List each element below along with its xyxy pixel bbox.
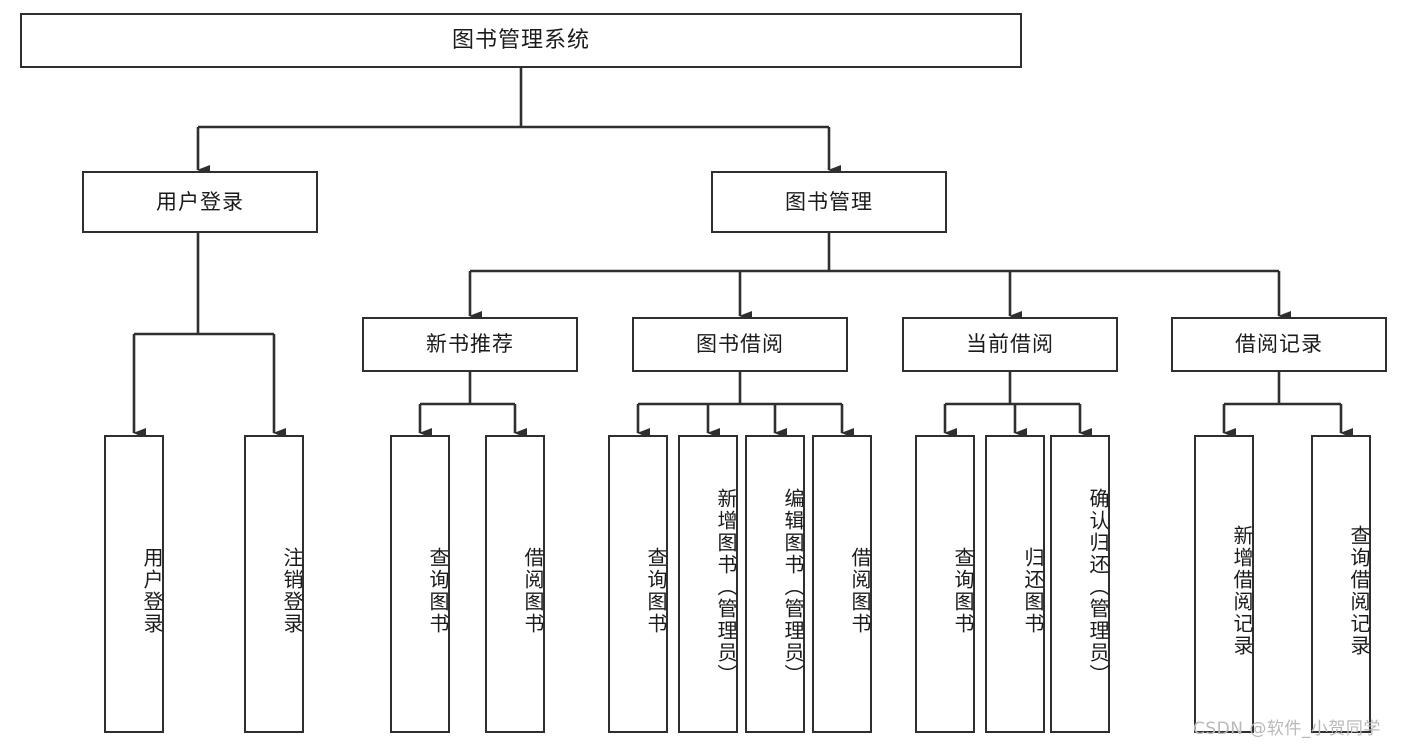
leaf-edit-book-admin[interactable]: 编辑图书（管理员） (745, 435, 805, 733)
leaf-add-book-admin[interactable]: 新增图书（管理员） (678, 435, 738, 733)
leaf-label: 查询图书 (644, 547, 668, 635)
leaf-label: 查询借阅记录 (1347, 525, 1371, 657)
leaf-user-login[interactable]: 用户登录 (104, 435, 164, 733)
leaf-label: 编辑图书（管理员） (781, 488, 805, 686)
leaf-label: 新增借阅记录 (1230, 525, 1254, 657)
leaf-label: 归还图书 (1021, 547, 1045, 635)
leaf-label: 查询图书 (951, 547, 975, 635)
leaf-confirm-return-admin[interactable]: 确认归还（管理员） (1050, 435, 1110, 733)
leaf-label: 借阅图书 (521, 547, 545, 635)
node-current-borrow[interactable]: 当前借阅 (902, 317, 1118, 372)
node-borrow-record[interactable]: 借阅记录 (1171, 317, 1387, 372)
leaf-borrow-borrow-book[interactable]: 借阅图书 (812, 435, 872, 733)
leaf-user-logout[interactable]: 注销登录 (244, 435, 304, 733)
leaf-query-borrow-record[interactable]: 查询借阅记录 (1311, 435, 1371, 733)
leaf-label: 注销登录 (280, 547, 304, 635)
watermark-csdn: CSDN @软件_小贺同学 (1193, 719, 1381, 739)
node-book-management[interactable]: 图书管理 (711, 171, 947, 233)
node-new-book-recommend[interactable]: 新书推荐 (362, 317, 578, 372)
leaf-borrow-query-book[interactable]: 查询图书 (608, 435, 668, 733)
node-book-borrow[interactable]: 图书借阅 (632, 317, 848, 372)
leaf-label: 新增图书（管理员） (714, 488, 738, 686)
leaf-label: 借阅图书 (848, 547, 872, 635)
leaf-add-borrow-record[interactable]: 新增借阅记录 (1194, 435, 1254, 733)
leaf-newbook-borrow-book[interactable]: 借阅图书 (485, 435, 545, 733)
leaf-return-book[interactable]: 归还图书 (985, 435, 1045, 733)
leaf-label: 查询图书 (426, 547, 450, 635)
node-user-login[interactable]: 用户登录 (82, 171, 318, 233)
leaf-newbook-query-book[interactable]: 查询图书 (390, 435, 450, 733)
leaf-label: 确认归还（管理员） (1086, 488, 1110, 686)
leaf-current-query-book[interactable]: 查询图书 (915, 435, 975, 733)
node-root-book-management-system[interactable]: 图书管理系统 (20, 13, 1022, 68)
leaf-label: 用户登录 (140, 547, 164, 635)
